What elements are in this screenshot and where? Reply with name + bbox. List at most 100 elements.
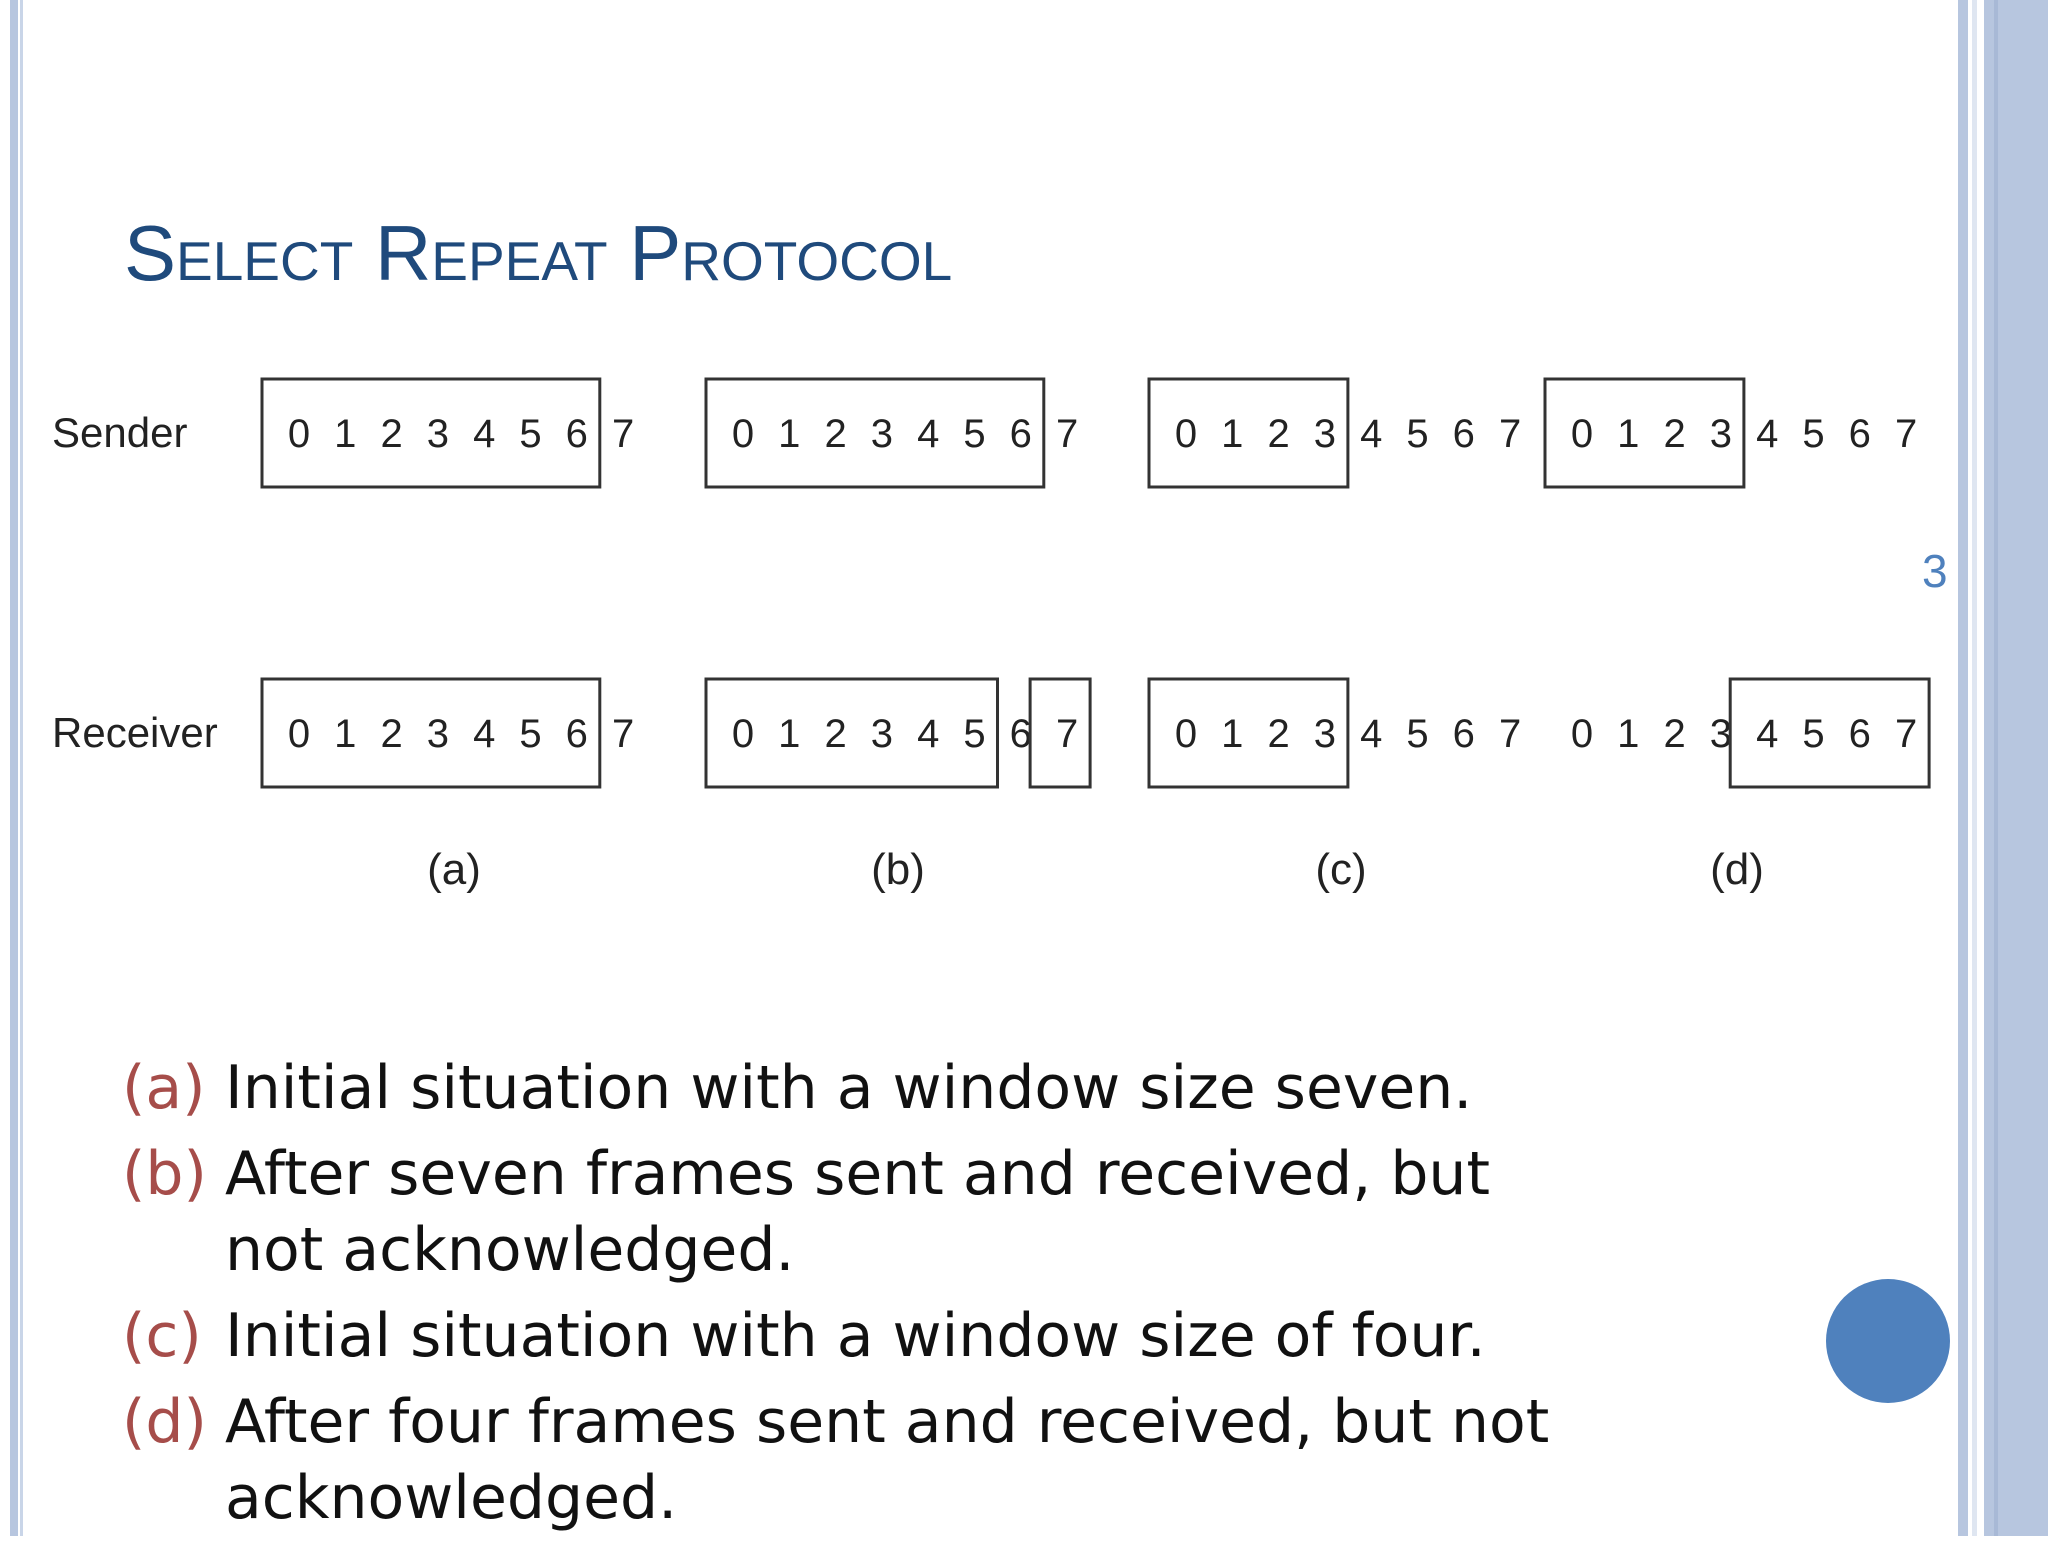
seq-number-a-1-6: 6 (566, 712, 588, 756)
stray-glyph: 3 (1922, 545, 1948, 597)
slide-title: Select Repeat Protocol (124, 209, 953, 297)
seq-number-c-1-5: 5 (1406, 712, 1428, 756)
seq-number-d-1-3: 3 (1710, 712, 1732, 756)
seq-number-d-1-2: 2 (1663, 712, 1685, 756)
seq-number-c-1-0: 0 (1175, 712, 1197, 756)
window-box-a-1-0 (260, 677, 602, 789)
window-box-b-1-0 (704, 677, 999, 789)
caption-tag: (b) (122, 1139, 207, 1209)
caption-tag: (c) (122, 1301, 202, 1371)
seq-number-a-1-7: 7 (612, 712, 634, 756)
caption-tag: (a) (122, 1053, 206, 1123)
seq-number-d-0-2: 2 (1663, 412, 1685, 456)
seq-number-b-1-5: 5 (963, 712, 985, 756)
slide-border-left-inner (20, 0, 23, 1536)
seq-number-d-0-4: 4 (1756, 412, 1778, 456)
subfigure-label-d: (d) (1710, 845, 1764, 894)
seq-number-d-0-3: 3 (1710, 412, 1732, 456)
receiver-label: Receiver (52, 709, 218, 756)
seq-number-a-1-4: 4 (473, 712, 495, 756)
subfigure-label-b: (b) (871, 845, 925, 894)
seq-number-d-0-5: 5 (1802, 412, 1824, 456)
seq-number-b-0-6: 6 (1010, 412, 1032, 456)
seq-number-b-1-4: 4 (917, 712, 939, 756)
slide-border-right (1958, 0, 1968, 1536)
subfigure-label-c: (c) (1315, 845, 1366, 894)
seq-number-a-0-6: 6 (566, 412, 588, 456)
seq-number-a-1-5: 5 (519, 712, 541, 756)
seq-number-c-0-2: 2 (1267, 412, 1289, 456)
seq-number-c-0-7: 7 (1499, 412, 1521, 456)
seq-number-a-0-5: 5 (519, 412, 541, 456)
seq-number-c-1-3: 3 (1314, 712, 1336, 756)
seq-number-d-1-0: 0 (1571, 712, 1593, 756)
slide-border-left (10, 0, 18, 1536)
seq-number-b-1-3: 3 (871, 712, 893, 756)
seq-number-c-1-4: 4 (1360, 712, 1382, 756)
sender-label: Sender (52, 409, 187, 456)
seq-number-c-0-6: 6 (1453, 412, 1475, 456)
caption-item-a: (a) Initial situation with a window size… (122, 1050, 1602, 1126)
seq-number-d-0-7: 7 (1895, 412, 1917, 456)
seq-number-c-0-5: 5 (1406, 412, 1428, 456)
seq-number-d-1-1: 1 (1617, 712, 1639, 756)
seq-number-c-1-7: 7 (1499, 712, 1521, 756)
caption-tag: (d) (122, 1387, 207, 1457)
seq-number-b-0-2: 2 (824, 412, 846, 456)
seq-number-d-0-6: 6 (1849, 412, 1871, 456)
seq-number-b-0-0: 0 (732, 412, 754, 456)
window-box-a-0-0 (260, 377, 602, 489)
seq-number-a-1-1: 1 (334, 712, 356, 756)
seq-number-b-0-7: 7 (1056, 412, 1078, 456)
seq-number-c-0-0: 0 (1175, 412, 1197, 456)
seq-number-a-0-7: 7 (612, 412, 634, 456)
seq-number-a-0-1: 1 (334, 412, 356, 456)
seq-number-b-1-1: 1 (778, 712, 800, 756)
seq-number-a-1-0: 0 (288, 712, 310, 756)
window-box-b-1-1 (1028, 677, 1092, 789)
seq-number-b-0-1: 1 (778, 412, 800, 456)
window-box-b-0-0 (704, 377, 1046, 489)
slide-side-panel-stripe (1994, 0, 1998, 1536)
seq-number-d-1-6: 6 (1849, 712, 1871, 756)
window-box-d-0-0 (1543, 377, 1746, 489)
caption-item-d: (d) After four frames sent and received,… (122, 1384, 1602, 1536)
window-box-c-0-0 (1147, 377, 1350, 489)
seq-number-b-0-5: 5 (963, 412, 985, 456)
seq-number-a-1-2: 2 (380, 712, 402, 756)
seq-number-a-0-2: 2 (380, 412, 402, 456)
caption-item-b: (b) After seven frames sent and received… (122, 1136, 1602, 1288)
decorative-circle (1826, 1279, 1950, 1403)
window-box-d-1-0 (1728, 677, 1931, 789)
seq-number-c-1-1: 1 (1221, 712, 1243, 756)
seq-number-a-0-3: 3 (427, 412, 449, 456)
seq-number-c-0-4: 4 (1360, 412, 1382, 456)
seq-number-d-1-7: 7 (1895, 712, 1917, 756)
caption-text: After four frames sent and received, but… (225, 1387, 1550, 1533)
window-box-c-1-0 (1147, 677, 1350, 789)
seq-number-a-0-4: 4 (473, 412, 495, 456)
seq-number-d-0-1: 1 (1617, 412, 1639, 456)
slide-border-right-inner (1972, 0, 1977, 1536)
seq-number-a-0-0: 0 (288, 412, 310, 456)
seq-number-d-0-0: 0 (1571, 412, 1593, 456)
caption-text: After seven frames sent and received, bu… (225, 1139, 1490, 1285)
seq-number-b-0-3: 3 (871, 412, 893, 456)
seq-number-b-1-6: 6 (1010, 712, 1032, 756)
seq-number-a-1-3: 3 (427, 712, 449, 756)
seq-number-b-0-4: 4 (917, 412, 939, 456)
caption-item-c: (c) Initial situation with a window size… (122, 1298, 1602, 1374)
caption-text: Initial situation with a window size sev… (225, 1053, 1473, 1123)
seq-number-c-1-2: 2 (1267, 712, 1289, 756)
seq-number-c-0-1: 1 (1221, 412, 1243, 456)
caption-text: Initial situation with a window size of … (225, 1301, 1486, 1371)
seq-number-b-1-0: 0 (732, 712, 754, 756)
seq-number-d-1-4: 4 (1756, 712, 1778, 756)
subfigure-label-a: (a) (427, 845, 481, 894)
seq-number-c-0-3: 3 (1314, 412, 1336, 456)
seq-number-b-1-2: 2 (824, 712, 846, 756)
caption-list: (a) Initial situation with a window size… (122, 1050, 1602, 1546)
seq-number-c-1-6: 6 (1453, 712, 1475, 756)
seq-number-d-1-5: 5 (1802, 712, 1824, 756)
